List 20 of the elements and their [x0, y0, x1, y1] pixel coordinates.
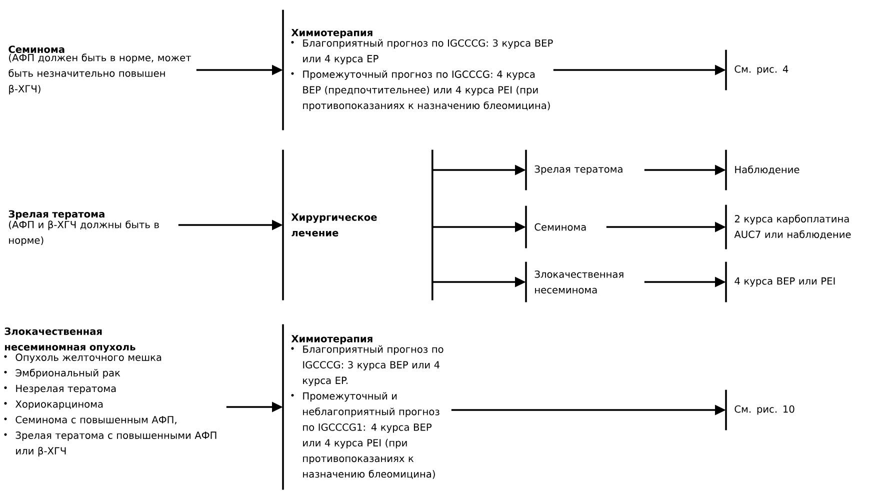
diagnosis-text: Семинома (АФП должен быть в норме, может быть незначительно повышен β-ХГЧ)	[8, 46, 192, 94]
node-label: Благоприятный прогноз по IGCCCG: 3 курса BEP или 4 курса EP	[303, 39, 553, 64]
treatment-step: 2 курса карбоплатина AUC7 или наблюдение	[725, 204, 851, 250]
node-label: Промежуточный прогноз по IGCCCG: 4 курса BEP (предпочтительнее) или 4 курса PEI (при противопоказаниях к назначению блеомицина)	[303, 70, 550, 112]
treatment-step: Наблюдение	[725, 150, 800, 190]
treatment-step: См. рис. 10	[725, 390, 794, 430]
treatment-step: Зрелая тератома	[525, 150, 622, 190]
treatment-step: Химиотерапия Благоприятный прогноз по IGCCCG: 3 курса BEP или 4 курса EP Промежуточный прогноз по IGCCCG: 4 курса BEP (предпочтительнее) или 4 курса PEI (при противопоказаниях к назначению блеомицина)	[282, 10, 553, 130]
node-label: Химиотерапия	[291, 28, 372, 38]
diagnosis-text: Зрелая тератома (АФП и β-ХГЧ должны быть в норме)	[8, 210, 159, 246]
treatment-step: 4 курса BEP или PEI	[725, 262, 835, 302]
node-label: Промежуточный и неблагоприятный прогноз по IGCCCG1: 4 курса BEP или 4 курса PEI (при противопоказаниях к назначению блеомицина)	[303, 392, 440, 479]
treatment-step: Хирургическое лечение	[282, 150, 434, 300]
node-label: Химиотерапия	[291, 335, 372, 344]
node-label: Благоприятный прогноз по IGCCCG: 3 курса BEP или 4 курса EP.	[303, 345, 444, 386]
treatment-step: Злокачественная несеминома	[525, 262, 624, 302]
treatment-step: Семинома	[525, 206, 586, 248]
diagnosis-text: Злокачественная несеминомная опухоль Опухоль желточного мешка Эмбриональный рак Незрелая тератома Хориокарцинома Семинома с повышенным АФП, Зрелая тератома с повышенными АФП или β-ХГЧ	[4, 328, 216, 456]
treatment-step: См. рис. 4	[725, 50, 788, 90]
treatment-step: Химиотерапия Благоприятный прогноз по IGCCCG: 3 курса BEP или 4 курса EP. Промежуточный и неблагоприятный прогноз по IGCCCG1: 4 курса BEP или 4 курса PEI (при противопоказаниях к назначению блеомицина)	[282, 324, 444, 490]
